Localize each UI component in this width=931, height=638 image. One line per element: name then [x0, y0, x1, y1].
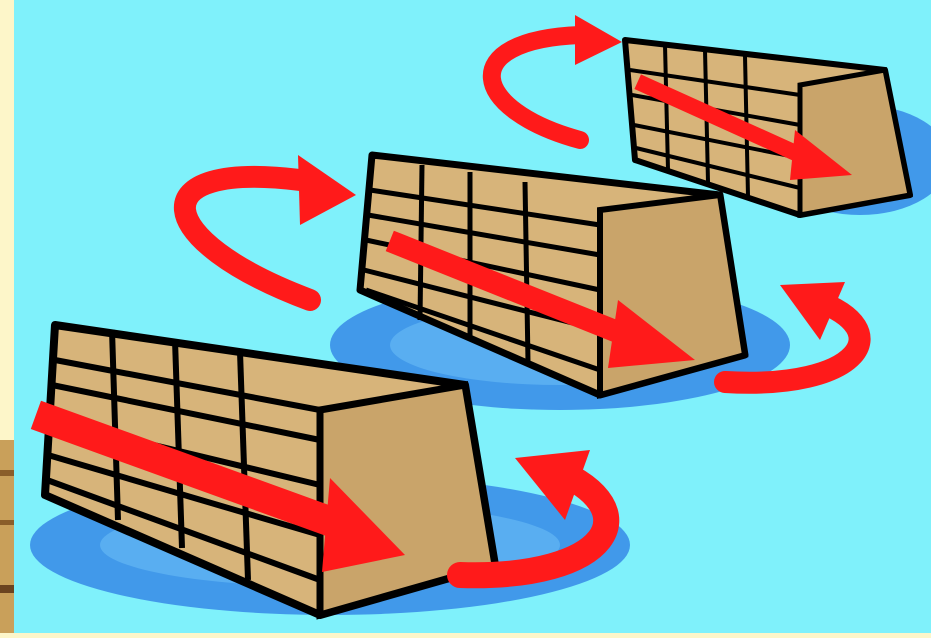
curved-arrow-icon	[492, 15, 622, 140]
illustration-panel	[14, 0, 931, 633]
curved-arrow-icon	[185, 155, 356, 300]
illustration-scene	[14, 0, 931, 633]
left-background-strip	[0, 0, 14, 633]
